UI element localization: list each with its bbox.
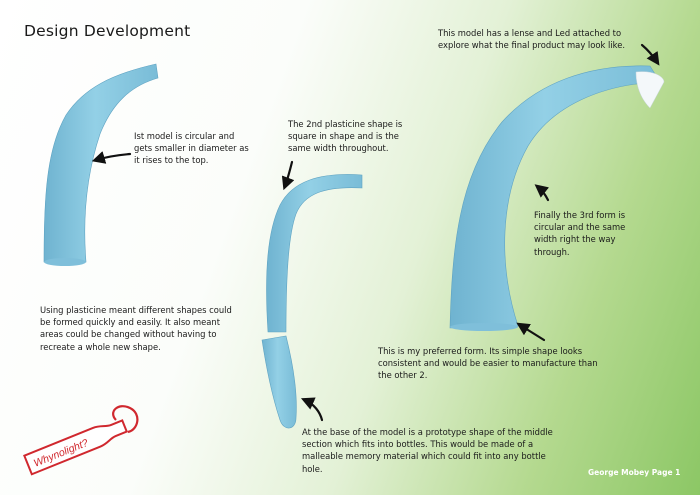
- model-3-arc: [449, 65, 665, 331]
- arrow-model1: [91, 151, 132, 164]
- model-2-hook: [266, 174, 363, 333]
- annotation-arrows: [91, 43, 660, 422]
- whynolight-logo: Whynolight?: [23, 419, 129, 476]
- note-model3-form: Finally the 3rd form is circular and the…: [534, 210, 626, 257]
- lens-cap: [635, 71, 665, 109]
- note-model1: Ist model is circular and gets smaller i…: [134, 131, 249, 166]
- arrow-lens: [640, 43, 660, 66]
- model-1-horn: [43, 63, 159, 266]
- note-model2: The 2nd plasticine shape is square in sh…: [288, 119, 403, 154]
- arrow-model2: [281, 160, 295, 191]
- model-2-base-piece: [261, 335, 297, 429]
- note-plasticine: Using plasticine meant different shapes …: [40, 305, 232, 352]
- arrow-preferred: [516, 322, 546, 342]
- page-title: Design Development: [24, 22, 191, 40]
- arrow-form3: [534, 184, 550, 202]
- note-base: At the base of the model is a prototype …: [302, 427, 553, 474]
- note-preferred: This is my preferred form. Its simple sh…: [378, 346, 598, 381]
- page-footer: George Mobey Page 1: [588, 468, 681, 477]
- logo-swirl-icon: [112, 405, 139, 434]
- arrow-base: [300, 397, 324, 422]
- note-model3-lens: This model has a lense and Led attached …: [438, 28, 626, 51]
